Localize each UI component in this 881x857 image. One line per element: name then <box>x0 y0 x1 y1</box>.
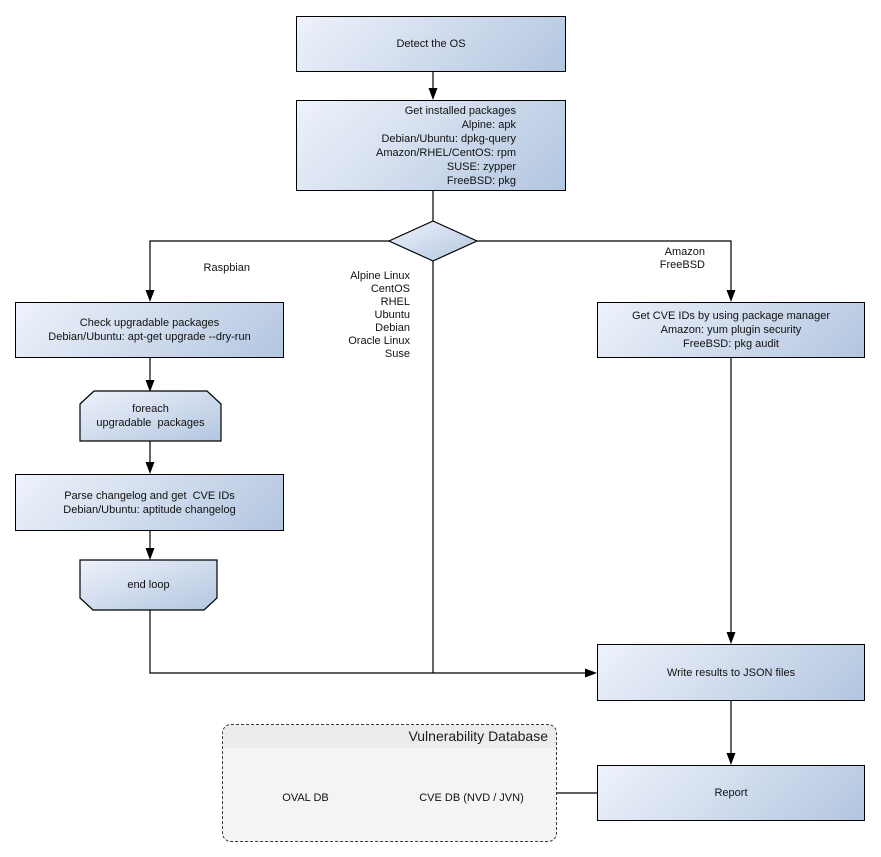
vulnerability-database-group: Vulnerability Database <box>222 724 557 842</box>
arrowhead-down-icon <box>726 632 736 644</box>
node-report: Report <box>597 765 865 821</box>
node-detect-os-label: Detect the OS <box>396 38 466 50</box>
edge-decision-right <box>477 240 732 291</box>
node-check-upgradable-packages: Check upgradable packages Debian/Ubuntu:… <box>15 302 284 358</box>
edge-decision-left <box>149 240 389 291</box>
node-foreach-loop: foreach upgradable packages <box>80 391 221 441</box>
node-get-cve-ids-label: Get CVE IDs by using package manager Ama… <box>631 310 831 350</box>
node-get-installed-packages-label: Get installed packages Alpine: apk Debia… <box>376 104 516 187</box>
node-write-results: Write results to JSON files <box>597 644 865 701</box>
oval-db-label: OVAL DB <box>282 792 329 804</box>
arrowhead-down-icon <box>145 462 155 474</box>
edge-label-amazon-freebsd: Amazon FreeBSD <box>659 246 705 271</box>
edge-label-raspbian: Raspbian <box>203 262 250 274</box>
node-end-loop-label: end loop <box>127 579 170 591</box>
node-get-installed-packages: Get installed packages Alpine: apk Debia… <box>296 100 566 191</box>
arrowheads <box>145 88 736 765</box>
node-parse-changelog: Parse changelog and get CVE IDs Debian/U… <box>15 474 284 531</box>
node-foreach-loop-label: foreach upgradable packages <box>96 403 205 429</box>
connector-lines <box>149 72 732 794</box>
arrowhead-down-icon <box>145 380 155 392</box>
node-write-results-label: Write results to JSON files <box>666 666 796 679</box>
foreach-loop-shape <box>79 390 222 442</box>
edge-label-os-list: Alpine Linux CentOS RHEL Ubuntu Debian O… <box>348 270 410 360</box>
arrowhead-right-icon <box>585 668 597 678</box>
node-get-cve-ids: Get CVE IDs by using package manager Ama… <box>597 302 865 358</box>
arrowhead-down-icon <box>726 753 736 765</box>
cve-db-label: CVE DB (NVD / JVN) <box>419 792 524 804</box>
node-report-label: Report <box>714 787 748 799</box>
node-check-upgradable-packages-label: Check upgradable packages Debian/Ubuntu:… <box>48 317 251 343</box>
node-end-loop: end loop <box>80 560 217 610</box>
edge-endloop-to-write <box>149 610 586 674</box>
vulnerability-database-title: Vulnerability Database <box>223 725 556 748</box>
node-detect-os: Detect the OS <box>296 16 566 72</box>
arrowhead-down-icon <box>145 290 155 302</box>
os-decision-diamond <box>387 220 479 262</box>
arrowhead-down-icon <box>428 88 438 100</box>
end-loop-shape <box>79 559 218 611</box>
arrowhead-down-icon <box>145 548 155 560</box>
arrowhead-down-icon <box>726 290 736 302</box>
node-parse-changelog-label: Parse changelog and get CVE IDs Debian/U… <box>63 489 236 516</box>
